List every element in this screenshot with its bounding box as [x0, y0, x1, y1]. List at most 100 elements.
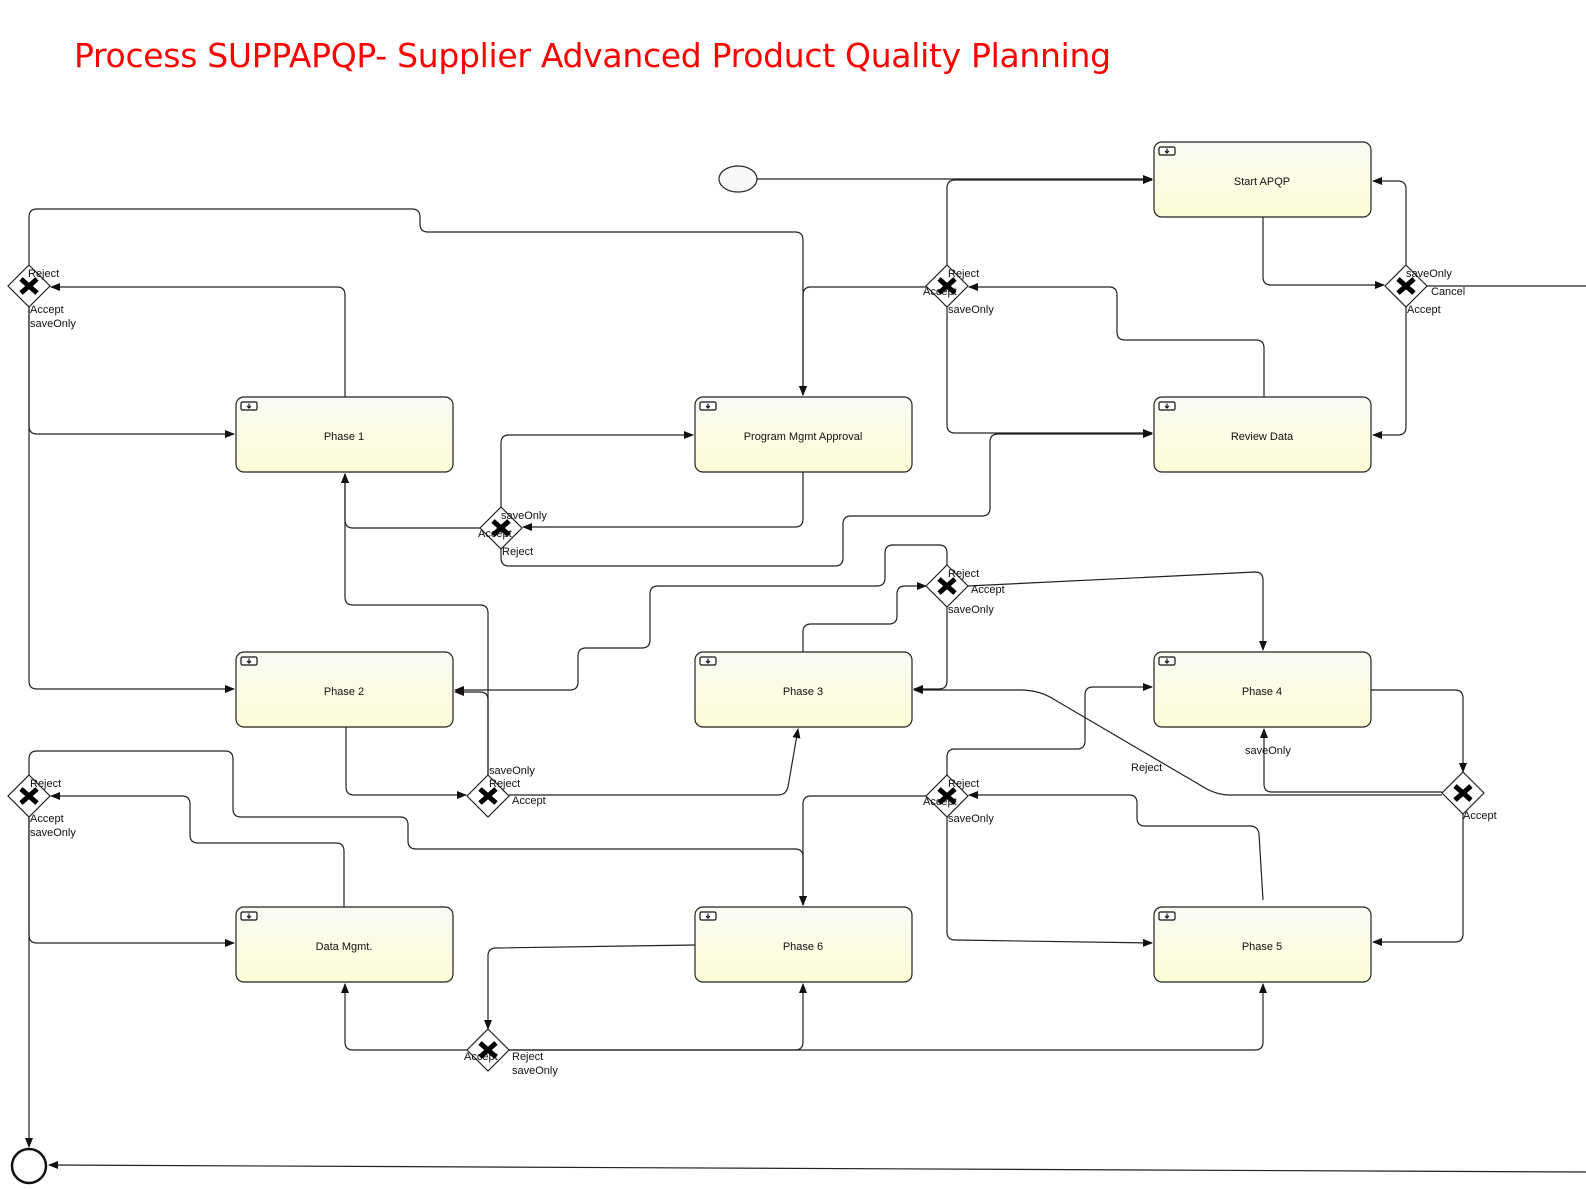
- sequence-flow-cancel-to-end[interactable]: [48, 1161, 1586, 1173]
- task-box[interactable]: [694, 651, 913, 728]
- task-box[interactable]: [694, 396, 913, 473]
- start-event[interactable]: [718, 165, 758, 193]
- task-label: Phase 3: [783, 686, 823, 698]
- exclusive-gateway-g10[interactable]: [466, 1028, 510, 1072]
- flow-label-saveonly: saveOnly: [948, 813, 994, 825]
- task-box[interactable]: [235, 651, 454, 728]
- exclusive-gateway-g8[interactable]: [925, 774, 969, 818]
- sequence-flow-g6-saveonly-to-phase-2[interactable]: [454, 688, 489, 775]
- task-phase-2[interactable]: Phase 2: [235, 651, 454, 728]
- task-label: Review Data: [1231, 431, 1294, 443]
- task-program-mgmt-approval[interactable]: Program Mgmt Approval: [694, 396, 913, 473]
- sequence-flow-start-apqp-to-g3[interactable]: [1262, 217, 1385, 289]
- sequence-flow-g9-saveonly-to-phase-4[interactable]: [1260, 728, 1442, 793]
- subprocess-icon: [699, 656, 717, 666]
- sequence-flow-g1-reject-to-program-mgmt[interactable]: [28, 208, 807, 396]
- sequence-flow-g4-reject-to-review-data[interactable]: [500, 430, 1153, 567]
- task-start-apqp[interactable]: Start APQP: [1153, 141, 1372, 218]
- task-phase-6[interactable]: Phase 6: [694, 906, 913, 983]
- flow-label-saveonly: saveOnly: [948, 604, 994, 616]
- flow-label-saveonly: saveOnly: [948, 304, 994, 316]
- sequence-flow-g8-accept-to-phase-6[interactable]: [799, 795, 926, 906]
- flow-label-reject: Reject: [30, 778, 61, 790]
- task-label: Start APQP: [1234, 176, 1290, 188]
- sequence-flow-g10-reject-to-phase-6[interactable]: [509, 983, 807, 1051]
- subprocess-icon: [1158, 911, 1176, 921]
- sequence-flow-phase-6-to-g10[interactable]: [484, 944, 696, 1030]
- sequence-flow-g3-saveonly-to-start-apqp[interactable]: [1372, 177, 1407, 265]
- sequence-flow-g2-reject-to-start-apqp[interactable]: [946, 176, 1153, 265]
- sequence-flow-review-data-to-g2[interactable]: [968, 283, 1265, 397]
- exclusive-gateway-g7[interactable]: [7, 774, 51, 818]
- exclusive-gateway-g9[interactable]: [1441, 771, 1485, 815]
- flow-label-reject: Reject: [512, 1051, 543, 1063]
- sequence-flow-g2-saveonly-to-review-data[interactable]: [946, 307, 1153, 437]
- flow-label-reject: Reject: [28, 268, 59, 280]
- exclusive-gateway-g6[interactable]: [466, 774, 510, 818]
- flow-label-saveonly: saveOnly: [489, 765, 535, 777]
- task-phase-4[interactable]: Phase 4: [1153, 651, 1372, 728]
- sequence-flow-data-mgmt-to-g7[interactable]: [50, 792, 345, 907]
- flow-label-accept: Accept: [1463, 810, 1497, 822]
- task-box[interactable]: [235, 396, 454, 473]
- sequence-flow-phase-4-to-g9[interactable]: [1371, 689, 1467, 773]
- task-box[interactable]: [235, 906, 454, 983]
- sequence-flow-phase-3-to-g5[interactable]: [802, 582, 927, 652]
- exclusive-gateway-g4[interactable]: [479, 506, 523, 550]
- flow-label-accept: Accept: [30, 813, 64, 825]
- flow-label-reject: Reject: [1131, 762, 1162, 774]
- sequence-flow-g5-saveonly-to-phase-3[interactable]: [913, 607, 948, 693]
- task-label: Data Mgmt.: [316, 941, 373, 953]
- task-phase-1[interactable]: Phase 1: [235, 396, 454, 473]
- exclusive-gateway-g3[interactable]: [1384, 264, 1428, 308]
- sequence-flow-g6-reject-to-phase-1[interactable]: [341, 473, 489, 775]
- flow-label-saveonly: saveOnly: [30, 827, 76, 839]
- sequence-flow-g5-accept-to-phase-4[interactable]: [967, 571, 1267, 651]
- sequence-flow-g4-accept-to-phase-1[interactable]: [341, 473, 480, 529]
- exclusive-gateway-x-icon: [478, 787, 498, 805]
- exclusive-gateway-x-icon: [19, 277, 39, 295]
- sequence-flow-g10-accept-to-data-mgmt[interactable]: [341, 983, 467, 1051]
- sequence-flow-g9-reject-to-phase-3[interactable]: [913, 686, 1442, 796]
- flow-label-accept: Accept: [923, 286, 957, 298]
- flow-label-accept: Accept: [464, 1051, 498, 1063]
- sequence-flow-g7-reject-to-phase-6[interactable]: [28, 750, 807, 906]
- sequence-flow-g4-saveonly-to-program-mgmt[interactable]: [500, 431, 694, 507]
- task-data-mgmt[interactable]: Data Mgmt.: [235, 906, 454, 983]
- task-box[interactable]: [1153, 906, 1372, 983]
- sequence-flow-phase-1-to-g1[interactable]: [50, 283, 346, 397]
- task-phase-3[interactable]: Phase 3: [694, 651, 913, 728]
- task-phase-5[interactable]: Phase 5: [1153, 906, 1372, 983]
- subprocess-icon: [1158, 146, 1176, 156]
- exclusive-gateway-g5[interactable]: [925, 564, 969, 608]
- sequence-flow-program-mgmt-to-g4[interactable]: [522, 472, 804, 531]
- sequence-flow-g9-accept-to-phase-5[interactable]: [1372, 814, 1464, 946]
- end-event[interactable]: [10, 1147, 48, 1185]
- flow-label-accept: Accept: [971, 584, 1005, 596]
- sequence-flow-g1-accept-to-phase-2[interactable]: [28, 307, 235, 693]
- exclusive-gateway-g2[interactable]: [925, 264, 969, 308]
- task-label: Phase 1: [324, 431, 364, 443]
- exclusive-gateway-x-icon: [937, 277, 957, 295]
- task-review-data[interactable]: Review Data: [1153, 396, 1372, 473]
- flow-label-accept: Accept: [1407, 304, 1441, 316]
- task-box[interactable]: [1153, 141, 1372, 218]
- task-label: Phase 4: [1242, 686, 1282, 698]
- flow-label-accept: Accept: [30, 304, 64, 316]
- sequence-flow-g6-accept-to-phase-3[interactable]: [509, 728, 801, 796]
- exclusive-gateway-g1[interactable]: [7, 264, 51, 308]
- sequence-flow-g10-saveonly-to-phase-5[interactable]: [509, 983, 1267, 1051]
- sequence-flow-g5-reject-to-phase-2[interactable]: [454, 544, 948, 694]
- flow-label-saveonly: saveOnly: [30, 318, 76, 330]
- sequence-flow-g3-accept-to-review-data[interactable]: [1372, 307, 1407, 439]
- sequence-flow-phase-5-to-g8[interactable]: [968, 791, 1264, 901]
- task-box[interactable]: [1153, 396, 1372, 473]
- exclusive-gateway-x-icon: [478, 1041, 498, 1059]
- sequence-flow-g8-saveonly-to-phase-5[interactable]: [946, 817, 1153, 947]
- sequence-flow-g2-accept-to-program-mgmt[interactable]: [799, 286, 926, 396]
- sequence-flow-phase-2-to-g6[interactable]: [345, 727, 467, 799]
- task-box[interactable]: [694, 906, 913, 983]
- task-box[interactable]: [1153, 651, 1372, 728]
- sequence-flow-g8-reject-to-phase-4[interactable]: [946, 683, 1153, 775]
